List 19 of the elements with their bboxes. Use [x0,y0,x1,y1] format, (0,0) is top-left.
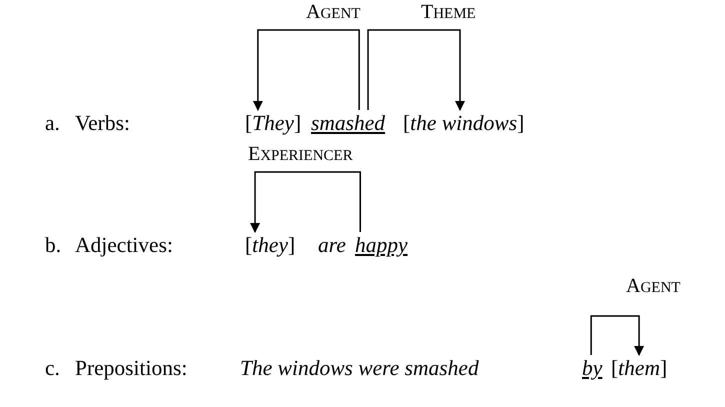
bracket-arrow [590,315,644,356]
text-label: Verbs: [75,110,130,136]
word: [they] [245,232,296,258]
word: [the windows] [403,110,524,136]
word: [them] [611,355,668,381]
text-label: are [318,232,346,258]
word: happy [355,232,408,258]
bracket-arrow [250,171,361,233]
text-label: b. [45,232,62,258]
bracket-arrow [252,29,360,111]
word: by [582,355,602,381]
text-label: a. [45,110,60,136]
text-label: Prepositions: [75,355,188,381]
text-label: The windows were smashed [240,355,479,381]
word: [They] [245,110,302,136]
bracket-arrow [367,29,465,111]
text-label: Adjectives: [75,232,173,258]
word: smashed [311,110,386,136]
text-label: c. [45,355,60,381]
